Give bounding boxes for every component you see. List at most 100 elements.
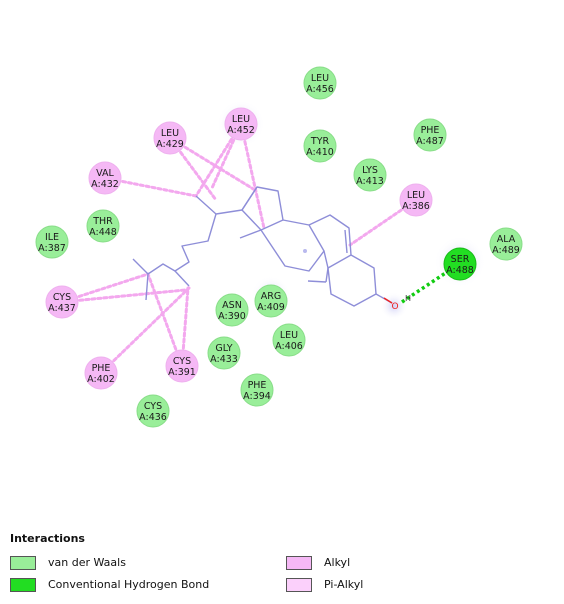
- interaction-lines: [60, 122, 448, 375]
- legend-label-pi-alkyl: Pi-Alkyl: [324, 578, 364, 591]
- residue-chain-arg409: A:409: [257, 302, 285, 313]
- residue-name-leu386: LEU: [407, 190, 425, 201]
- residue-name-leu452: LEU: [232, 114, 250, 125]
- ligand-bond-7: [327, 254, 377, 307]
- legend-swatch-hydrogen-bond: [10, 578, 36, 592]
- residue-disc-cys437: [45, 285, 79, 319]
- residue-disc-gly433: [207, 336, 241, 370]
- residue-disc-leu456: [303, 66, 337, 100]
- residue-name-arg409: ARG: [261, 291, 281, 302]
- alkyl-interaction-line-11: [99, 286, 191, 375]
- residue-chain-leu406: A:406: [275, 341, 303, 352]
- residue-disc-ala489: [489, 227, 523, 261]
- residue-chain-cys436: A:436: [139, 412, 167, 423]
- legend-swatch-alkyl: [286, 556, 312, 570]
- residue-chain-thr448: A:448: [89, 227, 117, 238]
- residue-chain-phe402: A:402: [87, 374, 115, 385]
- legend-label-alkyl: Alkyl: [324, 556, 351, 569]
- residue-disc-cys436: [136, 394, 170, 428]
- residue-name-lys413: LYS: [362, 165, 378, 176]
- residue-name-phe487: PHE: [421, 125, 440, 136]
- legend-label-hydrogen-bond: Conventional Hydrogen Bond: [48, 578, 210, 591]
- ligand-bond-8: [307, 267, 329, 283]
- residue-chain-leu452: A:452: [227, 125, 255, 136]
- ring-centroid-dot: [303, 249, 307, 253]
- residue-chain-ile387: A:387: [38, 243, 66, 254]
- oxygen-atom-label: O: [391, 302, 398, 312]
- residue-name-tyr410: TYR: [310, 136, 330, 147]
- residue-disc-lys413: [353, 158, 387, 192]
- residue-disc-leu429: [153, 121, 187, 155]
- residue-chain-cys391: A:391: [168, 367, 196, 378]
- ligand-structure: OH: [132, 186, 411, 312]
- residue-disc-asn390: [215, 293, 249, 327]
- interactions-legend: Interactions van der Waals Conventional …: [10, 530, 550, 600]
- ligand-bond-6: [344, 229, 348, 254]
- residue-name-gly433: GLY: [215, 343, 232, 354]
- residue-name-thr448: THR: [92, 216, 113, 227]
- ligand-bond-5: [308, 214, 352, 269]
- residue-chain-leu429: A:429: [156, 139, 184, 150]
- ligand-bond-4: [260, 219, 325, 272]
- ligand-bond-3: [239, 229, 262, 239]
- residue-disc-arg409: [254, 284, 288, 318]
- solvent-halo-1: [380, 292, 408, 320]
- residue-disc-phe402: [84, 356, 118, 390]
- hydrogen-atom-label: H: [405, 294, 411, 303]
- legend-swatch-pi-alkyl: [286, 578, 312, 592]
- residue-chain-phe487: A:487: [416, 136, 444, 147]
- residue-disc-ile387: [35, 225, 69, 259]
- ligand-bond-1: [174, 270, 190, 287]
- residue-disc-phe487: [413, 118, 447, 152]
- residue-disc-phe394: [240, 373, 274, 407]
- hydroxyl-bond: [383, 297, 393, 304]
- ligand-bond-2: [241, 186, 284, 231]
- residue-disc-ser488: [443, 247, 477, 281]
- residue-name-cys436: CYS: [144, 401, 162, 412]
- residue-chain-phe394: A:394: [243, 391, 271, 402]
- alkyl-interaction-line-4: [168, 136, 257, 192]
- residue-name-cys437: CYS: [53, 292, 71, 303]
- alkyl-interaction-line-1: [239, 122, 266, 230]
- legend-title: Interactions: [10, 532, 85, 545]
- residue-chain-cys437: A:437: [48, 303, 76, 314]
- legend-label-van-der-waals: van der Waals: [48, 556, 126, 569]
- residue-name-leu406: LEU: [280, 330, 298, 341]
- residue-chain-tyr410: A:410: [306, 147, 334, 158]
- residue-disc-val432: [88, 161, 122, 195]
- residue-name-phe394: PHE: [248, 380, 267, 391]
- residue-chain-lys413: A:413: [356, 176, 384, 187]
- residue-name-ile387: ILE: [45, 232, 59, 243]
- residue-disc-thr448: [86, 209, 120, 243]
- residue-name-phe402: PHE: [92, 363, 111, 374]
- residue-disc-cys391: [165, 349, 199, 383]
- residue-name-ala489: ALA: [497, 234, 516, 245]
- residue-chain-leu456: A:456: [306, 84, 334, 95]
- legend-swatch-van-der-waals: [10, 556, 36, 570]
- residue-name-val432: VAL: [96, 168, 114, 179]
- residue-disc-leu452: [224, 107, 258, 141]
- residue-chain-ala489: A:489: [492, 245, 520, 256]
- residue-chain-asn390: A:390: [218, 311, 246, 322]
- residue-disc-leu406: [272, 323, 306, 357]
